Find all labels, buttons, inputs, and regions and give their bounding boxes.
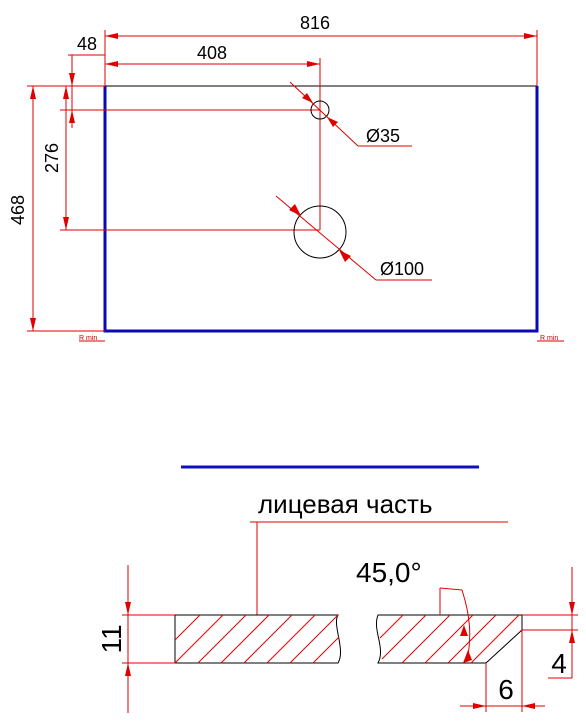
dimension-chamfer-angle: 45,0°: [356, 557, 472, 663]
hole-large-circle: [293, 205, 347, 259]
chamfer-height-label: 4: [551, 648, 567, 679]
top-view: 816 408 48 276: [8, 13, 564, 342]
corner-radius-left: R min: [79, 335, 97, 342]
hole-large-label: Ø100: [380, 259, 424, 279]
dimension-chamfer-width: 6: [460, 630, 545, 712]
hole-small-label: Ø35: [366, 126, 400, 146]
hole-offset-x-label: 408: [197, 43, 227, 63]
slab-left-hatch: [174, 614, 340, 664]
chamfer-width-label: 6: [498, 674, 514, 705]
dimension-top-offset: 48: [68, 34, 105, 128]
slab-left-outline: [174, 614, 342, 664]
slab-right-outline: [376, 614, 523, 664]
hole-small: Ø35: [289, 81, 412, 147]
dimension-hole-offset-x: 408: [105, 43, 321, 230]
top-offset-label: 48: [77, 34, 97, 54]
corner-radius-right: R min: [540, 335, 558, 342]
face-label: лицевая часть: [258, 489, 433, 519]
hole-large: Ø100: [275, 195, 432, 281]
slab-right-hatch: [379, 614, 520, 664]
section-view: лицевая часть: [96, 489, 578, 713]
countertop-frame: [103, 86, 539, 333]
hole-offset-y-label: 276: [42, 143, 62, 173]
dimension-thickness: 11: [96, 565, 175, 713]
total-height-label: 468: [8, 195, 28, 225]
dimension-total-width: 816: [104, 13, 538, 86]
total-width-label: 816: [300, 13, 330, 33]
dimension-total-height: 468: [8, 85, 105, 332]
dimension-hole-offset-y: 276: [42, 86, 320, 231]
thickness-label: 11: [96, 624, 127, 653]
hole-small-circle: [310, 100, 330, 120]
dimension-chamfer-height: 4: [522, 567, 578, 679]
chamfer-angle-label: 45,0°: [356, 557, 422, 588]
